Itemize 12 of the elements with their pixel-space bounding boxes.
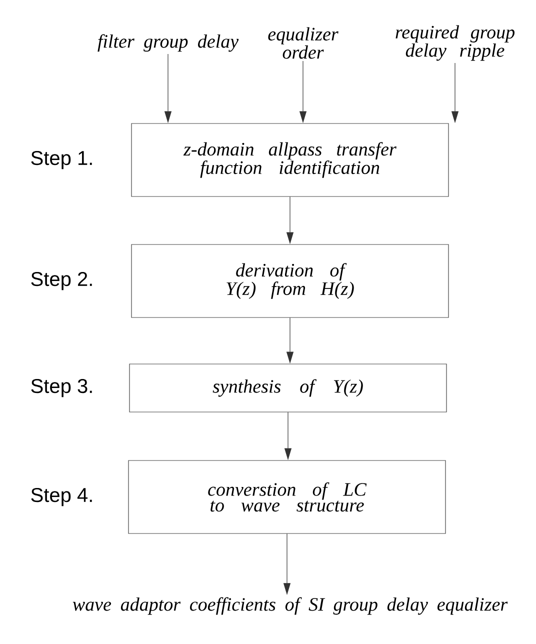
input-label: equalizer order: [268, 27, 338, 59]
step-label: Step 2.: [31, 272, 92, 290]
step-label: Step 3.: [31, 378, 92, 398]
step-label: Step 1.: [31, 150, 92, 170]
process-box: z-domain allpass transfer function identification: [131, 123, 449, 197]
process-box: converstion of LC to wave structure: [128, 460, 446, 534]
input-label: required group delay ripple: [396, 25, 514, 61]
process-box: derivation of Y(z) from H(z): [131, 244, 449, 318]
output-label: wave adaptor coefficients of SI group delay equalizer: [72, 597, 508, 615]
process-box: synthesis of Y(z): [129, 364, 447, 412]
input-label: filter group delay: [98, 34, 239, 52]
step-label: Step 4.: [31, 488, 92, 506]
